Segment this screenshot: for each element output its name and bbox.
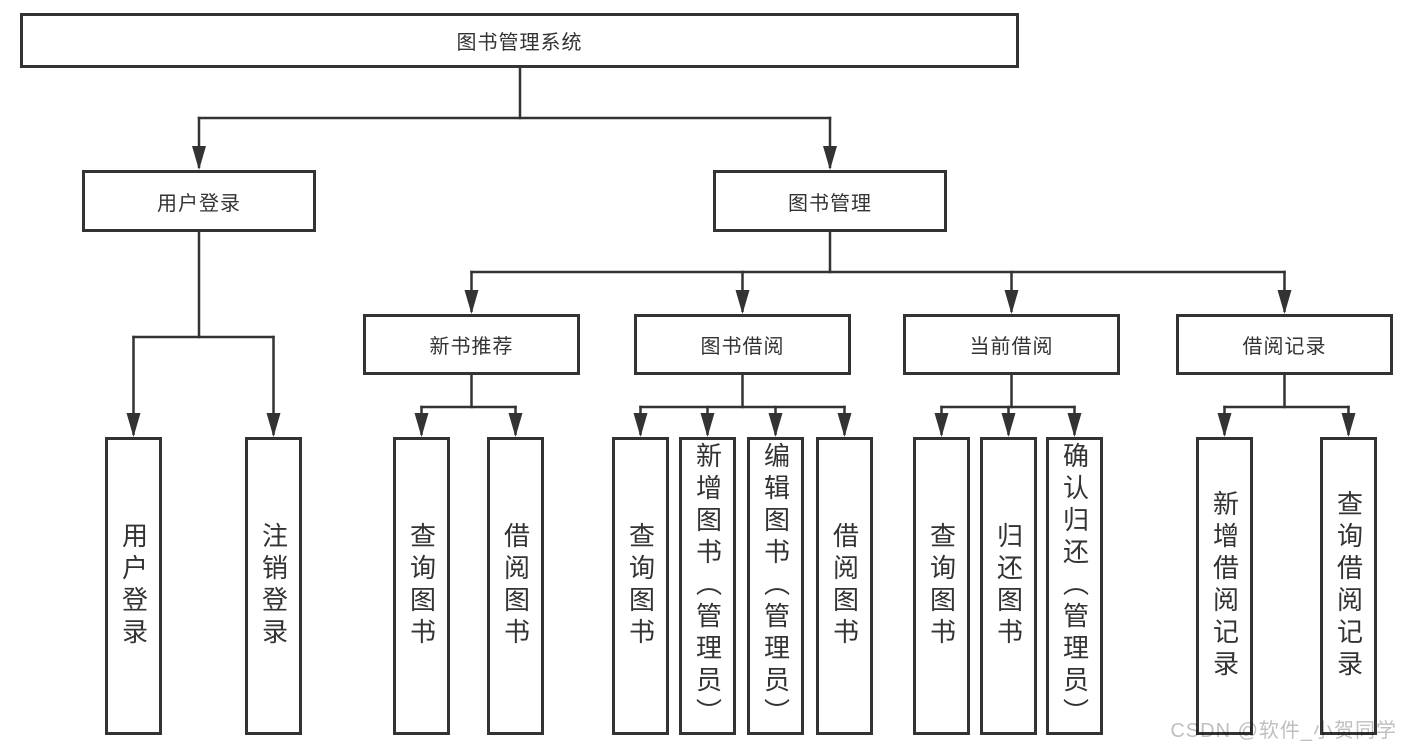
- leaf-query-books-recommend: 查询图书: [393, 437, 450, 735]
- node-user-login: 用户登录: [82, 170, 316, 232]
- arrowhead: [768, 413, 783, 437]
- connector-user-login: [126, 232, 281, 437]
- leaf-query-books-borrowing: 查询图书: [612, 437, 669, 735]
- node-book-management: 图书管理: [713, 170, 947, 232]
- connector-root: [192, 68, 837, 170]
- arrowhead: [1341, 413, 1356, 437]
- leaf-user-login: 用户登录: [105, 437, 162, 735]
- leaf-return-book: 归还图书: [980, 437, 1037, 735]
- node-new-book-recommendation: 新书推荐: [363, 314, 580, 375]
- arrowhead: [633, 413, 648, 437]
- arrowhead: [1067, 413, 1082, 437]
- leaf-query-books-current: 查询图书: [913, 437, 970, 735]
- node-book-borrowing: 图书借阅: [634, 314, 851, 375]
- arrowhead: [837, 413, 852, 437]
- node-current-borrowing: 当前借阅: [903, 314, 1120, 375]
- leaf-borrow-books-recommend: 借阅图书: [487, 437, 544, 735]
- arrowhead: [414, 413, 429, 437]
- arrowhead: [464, 290, 479, 314]
- connector-new-book-recommendation: [414, 375, 523, 437]
- leaf-logout: 注销登录: [245, 437, 302, 735]
- arrowhead: [1001, 413, 1016, 437]
- arrowhead: [192, 146, 206, 170]
- arrowhead: [126, 413, 141, 437]
- leaf-add-borrow-record: 新增借阅记录: [1196, 437, 1253, 735]
- leaf-edit-book-admin: 编辑图书（管理员）: [747, 437, 804, 735]
- arrowhead: [1217, 413, 1232, 437]
- connector-book-management: [464, 232, 1292, 314]
- arrowhead: [1004, 290, 1019, 314]
- node-library-management-system: 图书管理系统: [20, 13, 1019, 68]
- arrowhead: [1277, 290, 1292, 314]
- watermark: CSDN @软件_小贺同学: [1170, 720, 1397, 742]
- connector-book-borrowing: [633, 375, 852, 437]
- arrowhead: [508, 413, 523, 437]
- arrowhead: [823, 146, 837, 170]
- arrowhead: [735, 290, 750, 314]
- arrowhead: [934, 413, 949, 437]
- connector-borrowing-records: [1217, 375, 1356, 437]
- arrowhead: [700, 413, 715, 437]
- connector-current-borrowing: [934, 375, 1082, 437]
- leaf-confirm-return-admin: 确认归还（管理员）: [1046, 437, 1103, 735]
- arrowhead: [266, 413, 281, 437]
- leaf-borrow-books-borrowing: 借阅图书: [816, 437, 873, 735]
- leaf-add-book-admin: 新增图书（管理员）: [679, 437, 736, 735]
- leaf-query-borrow-record: 查询借阅记录: [1320, 437, 1377, 735]
- node-borrowing-records: 借阅记录: [1176, 314, 1393, 375]
